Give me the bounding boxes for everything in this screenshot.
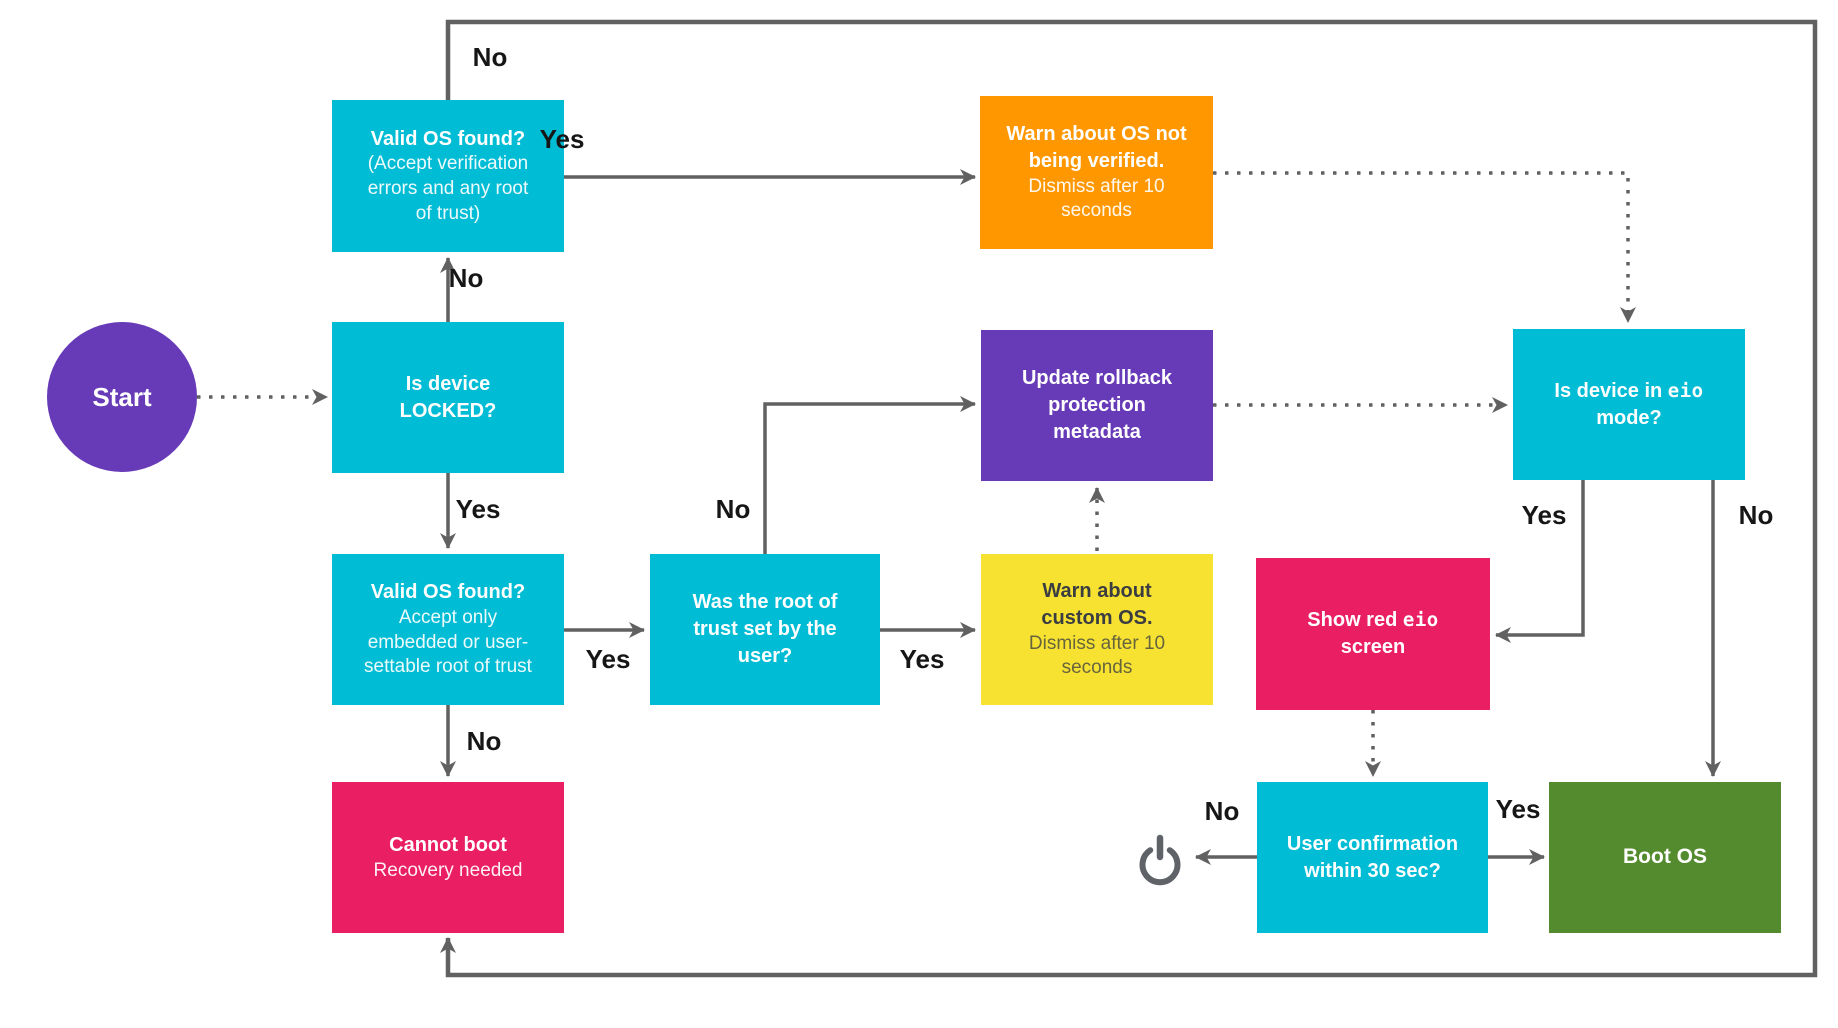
edge-label-no-user-confirm: No [1204,796,1240,826]
node-title: Warn about OS not being verified. [1006,123,1187,172]
node-valid-os-restricted-root: Valid OS found? Accept only embedded or … [332,554,564,705]
node-start: Start [47,322,197,472]
edge-label-no-top: No [472,42,508,72]
edge-label-yes-eio: Yes [1521,500,1567,530]
node-title: Valid OS found? [370,581,526,604]
node-update-rollback-metadata: Update rollback protection metadata [981,330,1213,481]
node-is-device-locked: Is device LOCKED? [332,322,564,473]
eio-mono-text: eio [1402,609,1439,632]
edge-label-yes-valid-restricted: Yes [585,644,631,674]
node-warn-custom-os: Warn about custom OS. Dismiss after 10 s… [981,554,1213,705]
node-subtitle: (Accept verification errors and any root… [367,153,529,224]
node-subtitle: Accept only embedded or user-settable ro… [364,606,532,678]
node-subtitle: Recovery needed [373,859,523,881]
node-title: Was the root of trust set by the user? [692,591,838,667]
node-show-red-eio-screen: Show red eio screen [1256,558,1490,710]
edge-label-yes-warn: Yes [539,124,585,154]
node-warn-os-not-verified: Warn about OS not being verified. Dismis… [980,96,1213,249]
node-subtitle: Dismiss after 10 seconds [1028,175,1165,222]
node-title: Boot OS [1623,845,1707,869]
node-cannot-boot: Cannot boot Recovery needed [332,782,564,933]
edge-label-yes-custom: Yes [899,644,945,674]
edge-label-no-root-up: No [715,494,751,524]
edge-label-no-locked-up: No [448,263,484,293]
node-title: Show red eio screen [1307,609,1439,658]
node-title: Warn about custom OS. [1041,580,1153,629]
edge-label-no-eio: No [1738,500,1774,530]
eio-mono-text: eio [1667,379,1704,402]
edge-label-yes-user-confirm: Yes [1495,794,1541,824]
power-icon [1131,831,1189,889]
edge-label-no-cannot-boot: No [466,726,502,756]
node-title: Cannot boot [389,833,507,856]
node-root-of-trust-set-by-user: Was the root of trust set by the user? [650,554,880,705]
edge-label-yes-locked-down: Yes [455,494,501,524]
node-is-device-in-eio-mode: Is device in eio mode? [1513,329,1745,480]
node-subtitle: Dismiss after 10 seconds [1028,632,1166,679]
node-title: Is device in eio mode? [1554,379,1704,429]
node-valid-os-any-root: Valid OS found? (Accept verification err… [332,100,564,252]
node-title: Update rollback protection metadata [1021,367,1173,443]
node-title: User confirmation within 30 sec? [1286,832,1459,882]
start-label: Start [92,381,152,412]
node-user-confirmation: User confirmation within 30 sec? [1257,782,1488,933]
node-boot-os: Boot OS [1549,782,1781,933]
node-title: Is device LOCKED? [399,372,497,422]
node-title: Valid OS found? [370,127,526,150]
